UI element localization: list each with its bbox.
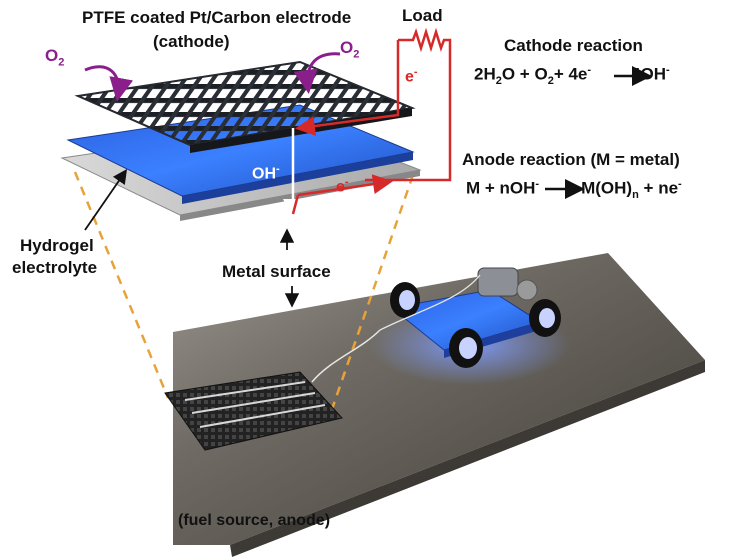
external-circuit [295,27,452,197]
anode-reaction-title: Anode reaction (M = metal) [462,150,680,169]
wheel-front-left [390,282,420,318]
wheel-back-right [529,299,561,337]
load-label: Load [402,6,443,25]
hydrogel-label-line2: electrolyte [12,258,98,277]
hydroxide-arrow [283,128,303,219]
toy-car [370,267,570,385]
reaction-arrows [545,66,652,199]
fuel-source-label: (fuel source, anode) [178,512,331,529]
electron-label-bottom: e- [336,176,349,196]
o2-label-right: O2 [340,38,360,61]
cathode-subtitle: (cathode) [153,32,230,51]
metal-surface-label: Metal surface [222,262,331,281]
wheel-back-left [449,328,483,368]
hydrogel-label-line1: Hydrogel [20,236,94,255]
cathode-reaction-title: Cathode reaction [504,36,643,55]
pointer-lines [84,169,300,308]
cathode-title: PTFE coated Pt/Carbon electrode [82,8,352,27]
electron-label-top: e- [405,66,418,86]
hydroxide-label: OH- [252,163,280,183]
mini-cell [164,329,381,451]
oxygen-arrows [84,52,341,102]
anode-metal-plate [173,253,705,557]
guide-lines [73,171,415,416]
o2-label-left: O2 [45,46,65,69]
anode-reaction-equation: M + nOH-M(OH)n + ne- [466,178,682,202]
cathode-reaction-equation: 2H2O + O2+ 4e-4OH- [474,64,670,88]
